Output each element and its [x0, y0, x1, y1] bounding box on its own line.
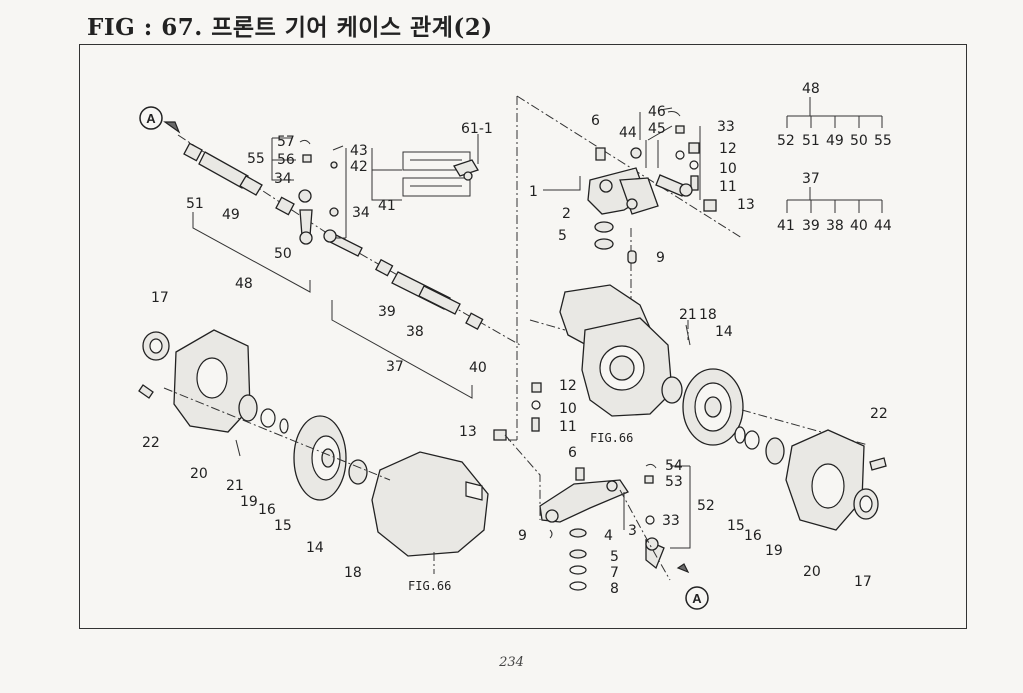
part-label: 40: [469, 360, 487, 376]
part-label: 17: [151, 290, 169, 306]
part-label: 20: [190, 466, 208, 482]
part-label: 52: [697, 498, 715, 514]
part-label: 6: [591, 113, 600, 129]
part-label: 22: [142, 435, 160, 451]
group-member-label: 40: [850, 218, 868, 234]
part-label: 33: [717, 119, 735, 135]
part-label: 44: [619, 125, 637, 141]
group-member-label: 52: [777, 133, 795, 149]
group-member-label: 41: [777, 218, 795, 234]
part-label: 1: [529, 184, 538, 200]
part-label: 11: [719, 179, 737, 195]
part-label: 10: [559, 401, 577, 417]
group-48-legend: 48 52 51 49 50 55: [777, 81, 892, 149]
part-label: 33: [662, 513, 680, 529]
group-37-legend: 37 41 39 38 40 44: [777, 171, 892, 234]
part-label: 19: [240, 494, 258, 510]
part-label: 10: [719, 161, 737, 177]
part-label: 6: [568, 445, 577, 461]
part-label: 5: [610, 549, 619, 565]
part-label: 14: [306, 540, 324, 556]
part-label: 57: [277, 134, 295, 150]
part-label: 17: [854, 574, 872, 590]
part-label: 5: [558, 228, 567, 244]
part-label: 53: [665, 474, 683, 490]
figure-reference: FIG.66: [590, 431, 633, 445]
group-member-label: 44: [874, 218, 892, 234]
part-label: 46: [648, 104, 666, 120]
part-label: 13: [737, 197, 755, 213]
part-label: 21: [226, 478, 244, 494]
part-label: 9: [518, 528, 527, 544]
part-label: 45: [648, 121, 666, 137]
part-label: 56: [277, 152, 295, 168]
view-marker-a-label: A: [692, 591, 702, 606]
part-label: 16: [258, 502, 276, 518]
page-number: 234: [499, 655, 524, 670]
part-label: 18: [699, 307, 717, 323]
part-label: 22: [870, 406, 888, 422]
part-label: 37: [386, 359, 404, 375]
view-marker-a-label: A: [146, 111, 156, 126]
group-member-label: 38: [826, 218, 844, 234]
part-label: 15: [727, 518, 745, 534]
part-label: 38: [406, 324, 424, 340]
part-label: 50: [274, 246, 292, 262]
part-label: 61-1: [461, 121, 493, 137]
view-marker-a-bottom: A: [685, 586, 709, 610]
part-label: 48: [235, 276, 253, 292]
part-label: 7: [610, 565, 619, 581]
part-label: 34: [274, 171, 292, 187]
view-marker-a-top: A: [139, 106, 163, 130]
part-label: 51: [186, 196, 204, 212]
group-head-label: 48: [802, 81, 820, 97]
part-label: 3: [628, 523, 637, 539]
part-label: 11: [559, 419, 577, 435]
part-label: 8: [610, 581, 619, 597]
part-label: 2: [562, 206, 571, 222]
part-label: 18: [344, 565, 362, 581]
part-label: 42: [350, 159, 368, 175]
diagram-frame: [79, 44, 967, 629]
part-label: 41: [378, 198, 396, 214]
part-label: 12: [559, 378, 577, 394]
part-label: 14: [715, 324, 733, 340]
part-label: 15: [274, 518, 292, 534]
part-label: 49: [222, 207, 240, 223]
part-label: 21: [679, 307, 697, 323]
part-label: 54: [665, 458, 683, 474]
part-label: 12: [719, 141, 737, 157]
group-head-label: 37: [802, 171, 820, 187]
group-member-label: 55: [874, 133, 892, 149]
figure-reference: FIG.66: [408, 579, 451, 593]
part-label: 55: [247, 151, 265, 167]
part-label: 16: [744, 528, 762, 544]
group-member-label: 39: [802, 218, 820, 234]
part-label: 13: [459, 424, 477, 440]
group-member-label: 49: [826, 133, 844, 149]
linework: [138, 95, 887, 591]
part-label: 4: [604, 528, 613, 544]
part-label: 20: [803, 564, 821, 580]
figure-title: FIG : 67. 프론트 기어 케이스 관계(2): [87, 14, 493, 41]
part-label: 43: [350, 143, 368, 159]
part-label: 9: [656, 250, 665, 266]
part-label: 19: [765, 543, 783, 559]
part-label: 39: [378, 304, 396, 320]
part-label: 34: [352, 205, 370, 221]
group-member-label: 50: [850, 133, 868, 149]
group-member-label: 51: [802, 133, 820, 149]
part-labels: 61-1 57 55 56 43 42 34 34 41 51 49 50 48…: [142, 104, 888, 597]
